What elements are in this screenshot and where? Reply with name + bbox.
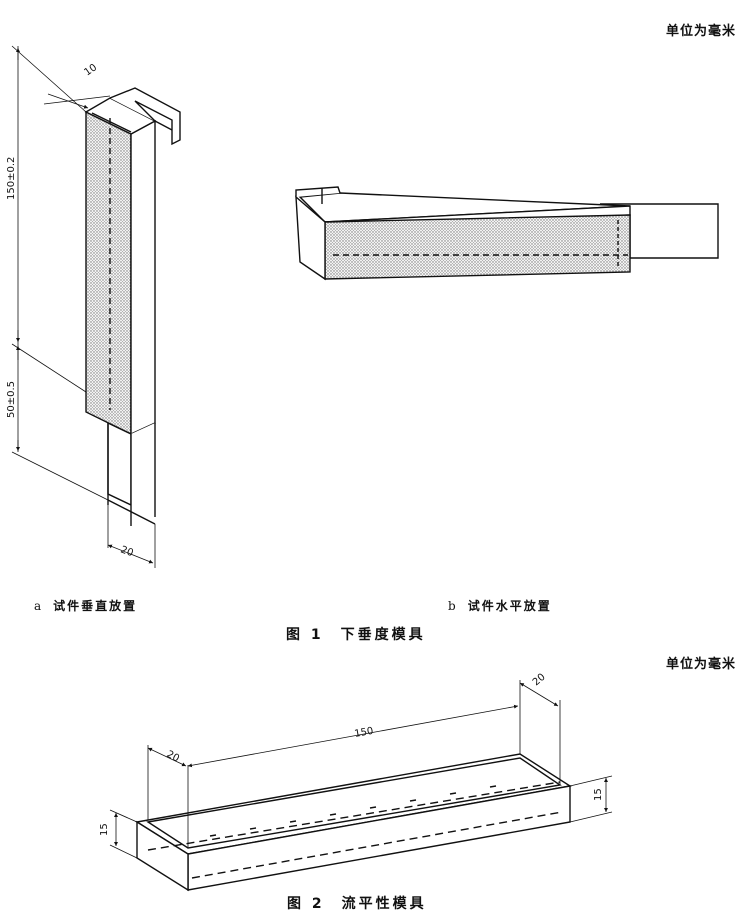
subcaption-b-text: 试件水平放置: [467, 599, 552, 613]
unit-label-top: 单位为毫米: [666, 24, 737, 39]
subcaption-b-letter: b: [448, 599, 458, 613]
dimensions-vertical: [11, 45, 156, 568]
dim-label-20-left-fig2: 20: [165, 749, 181, 765]
subcaption-a-letter: a: [34, 599, 44, 613]
mold-horizontal: [295, 186, 719, 281]
mold-vertical: [84, 87, 181, 526]
subcaption-a-text: 试件垂直放置: [53, 599, 138, 613]
subcaption-a: a 试件垂直放置: [34, 597, 137, 614]
unit-label-middle: 单位为毫米: [666, 657, 737, 672]
dimensions-leveling: [109, 680, 613, 859]
dim-label-150: 150±0.2: [6, 157, 17, 200]
dim-label-15-left-fig2: 15: [99, 823, 110, 836]
mold-leveling: [135, 753, 572, 892]
dim-label-20-right-fig2: 20: [531, 672, 548, 689]
subcaption-b: b 试件水平放置: [448, 597, 552, 614]
dim-label-20-fig1: 20: [119, 544, 135, 559]
dim-label-15-right-fig2: 15: [593, 788, 604, 801]
dim-label-50: 50±0.5: [6, 381, 17, 418]
dim-label-10: 10: [82, 62, 99, 78]
figure2-caption: 图 2 流平性模具: [287, 896, 427, 912]
figure1-caption: 图 1 下垂度模具: [286, 627, 426, 643]
dim-label-150-fig2: 150: [354, 726, 375, 740]
